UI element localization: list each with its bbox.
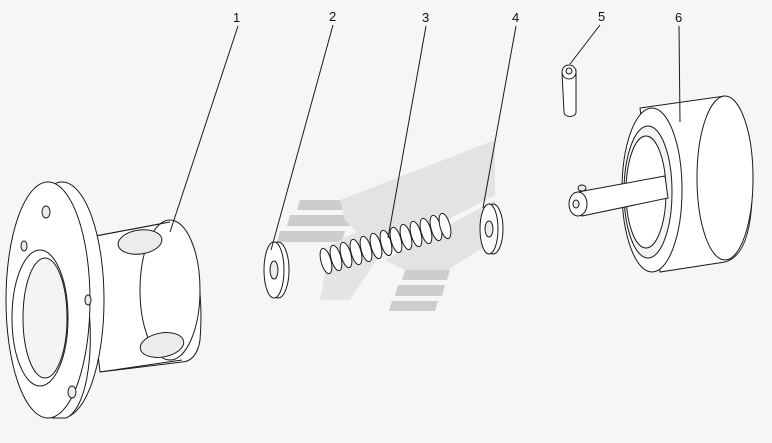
watermark-logo xyxy=(277,140,495,311)
part-3-spring xyxy=(319,212,452,275)
part-6-plunger xyxy=(568,95,754,273)
leader-3 xyxy=(387,25,427,239)
callout-2: 2 xyxy=(329,9,336,24)
callout-6: 6 xyxy=(675,10,682,25)
callout-5: 5 xyxy=(598,9,605,24)
leader-6 xyxy=(678,25,681,123)
callout-1: 1 xyxy=(233,10,240,25)
callout-leaders xyxy=(169,24,681,251)
part-1-flanged-housing xyxy=(5,181,202,419)
part-5-pin xyxy=(561,64,577,117)
leader-2 xyxy=(270,24,334,251)
leader-5 xyxy=(569,24,601,65)
part-4-washer xyxy=(479,203,504,255)
callout-numbers: 1 2 3 4 5 6 xyxy=(233,9,682,25)
leader-1 xyxy=(169,25,239,233)
callout-4: 4 xyxy=(512,10,519,25)
leader-4 xyxy=(482,25,517,209)
callout-3: 3 xyxy=(422,10,429,25)
part-2-washer xyxy=(263,241,290,299)
